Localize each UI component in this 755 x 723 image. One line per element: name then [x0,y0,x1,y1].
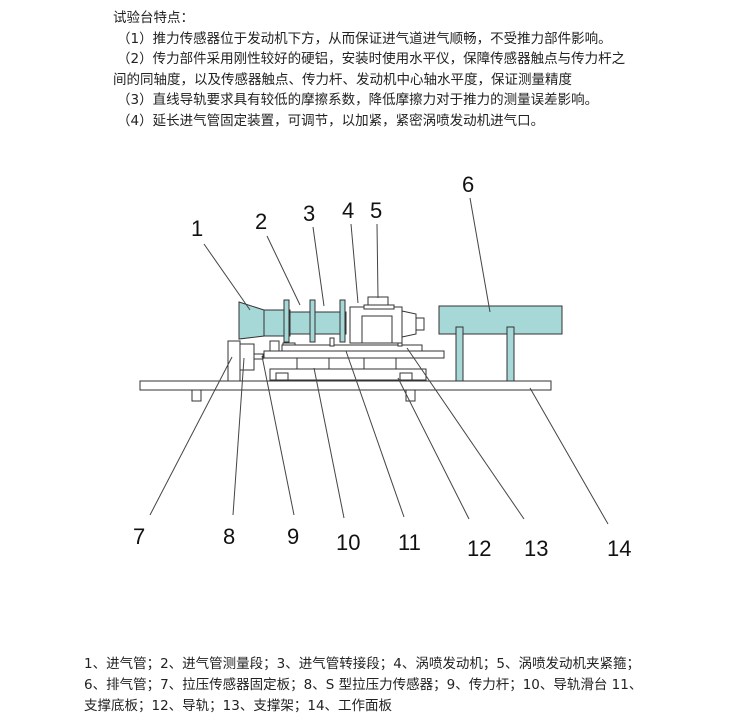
label-3: 3 [303,201,315,226]
leader-line-10 [313,367,345,519]
clamp-ring-1 [283,299,290,343]
label-6: 6 [462,172,474,197]
frame-post-1 [329,337,335,347]
leader-line-8 [232,357,245,516]
support-base-plate [263,350,445,359]
label-5: 5 [370,198,382,223]
support-frame [281,344,423,352]
label-14: 14 [607,536,631,561]
label-9: 9 [287,524,299,549]
label-12: 12 [467,536,491,561]
engine-nozzle-tip [415,317,425,331]
sensor-contact [253,353,264,360]
guide-rail [269,368,427,381]
force-rod-block [269,340,280,352]
rail-foot-right [399,372,413,381]
label-1: 1 [191,216,203,241]
rail-slide-left [296,357,330,370]
leader-line-7 [149,356,233,516]
leader-line-3 [312,226,325,307]
leader-line-12 [397,377,470,520]
intake-adapter-section [289,311,347,335]
panel-foot-left [191,389,202,402]
features-title: 试验台特点： [113,10,194,26]
engine-clamp-band [363,304,395,310]
features-text: 试验台特点： （1）推力传感器位于发动机下方，从而保证进气道进气顺畅，不受推力部… [113,8,673,131]
feature-line-3: 间的同轴度，以及传感器触点、传力杆、发动机中心轴水平度，保证测量精度 [113,71,572,88]
leader-line-14 [529,387,609,525]
label-13: 13 [524,536,548,561]
parts-caption: 1、进气管；2、进气管测量段；3、进气管转接段；4、涡喷发动机；5、涡喷发动机夹… [84,654,684,717]
leader-line-2 [266,235,301,306]
engine-nozzle [401,310,417,338]
label-11: 11 [398,530,421,555]
label-10: 10 [336,530,360,555]
label-7: 7 [133,524,145,549]
leader-line-4 [350,223,359,304]
leader-line-5 [376,223,379,299]
panel-foot-right [405,389,416,402]
caption-line-1: 1、进气管；2、进气管测量段；3、进气管转接段；4、涡喷发动机；5、涡喷发动机夹… [84,656,640,672]
feature-line-2: （2）传力部件采用刚性较好的硬铝，安装时使用水平仪，保障传感器触点与传力杆之 [117,51,626,67]
feature-line-4: （3）直线导轨要求具有较低的摩擦系数，降低摩擦力对于推力的测量误差影响。 [117,92,599,108]
leader-line-1 [203,243,251,311]
leader-line-6 [469,197,491,313]
engine-inner-block [361,315,393,344]
caption-line-2: 6、排气管；7、拉压传感器固定板；8、S 型拉压力传感器；9、传力杆；10、导轨… [84,677,643,693]
label-2: 2 [255,209,267,234]
caption-line-3: 支撑底板；12、导轨；13、支撑架；14、工作面板 [84,698,393,714]
intake-pipe [238,301,265,340]
s-type-sensor [239,343,255,371]
rail-slide-right [363,357,397,370]
clamp-ring-2 [309,299,316,343]
leader-line-11 [345,350,405,518]
rail-foot-left [275,372,289,381]
leader-line-13 [406,347,525,520]
feature-line-1: （1）推力传感器位于发动机下方，从而保证进气道进气顺畅，不受推力部件影响。 [117,30,612,47]
label-8: 8 [223,524,235,549]
feature-line-5: （4）延长进气管固定装置，可调节，以加紧，紧密涡喷发动机进气口。 [117,112,545,129]
clamp-ring-3 [339,299,346,343]
exhaust-leg-left [455,326,464,382]
exhaust-leg-right [506,326,515,382]
label-4: 4 [342,198,354,223]
leader-line-9 [261,355,295,516]
work-panel [139,380,552,391]
